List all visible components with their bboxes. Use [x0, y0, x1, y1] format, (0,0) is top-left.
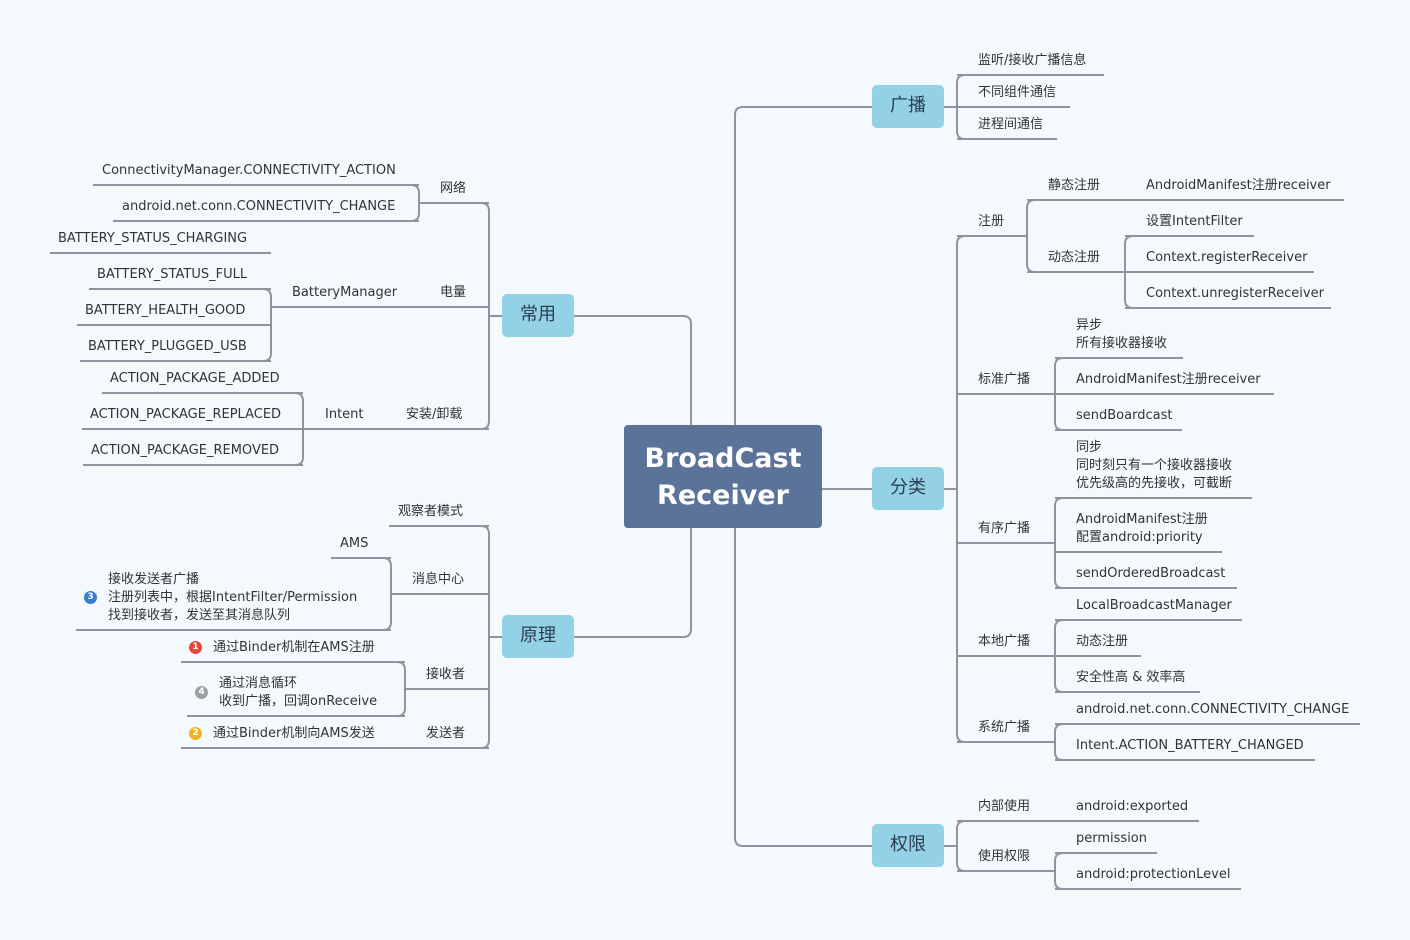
connector-line [574, 528, 692, 638]
youxu-item: 同步 同时刻只有一个接收器接收 优先级高的先接收，可截断 [1076, 440, 1233, 491]
xiaoxi-item: 接收发送者广播 注册列表中，根据IntentFilter/Permission … [108, 572, 358, 623]
battery-item: BATTERY_PLUGGED_USB [88, 339, 247, 354]
shiyong-label: 使用权限 [978, 849, 1031, 864]
connector-line [396, 661, 406, 717]
guangbo-item: 监听/接收广播信息 [978, 53, 1087, 68]
connector-line [480, 525, 490, 749]
fasong-item: 通过Binder机制向AMS发送 [213, 726, 375, 741]
step-2-badge: 2 [189, 727, 202, 740]
package-item: ACTION_PACKAGE_REMOVED [91, 443, 280, 458]
xitong-item: android.net.conn.CONNECTIVITY_CHANGE [1076, 702, 1350, 717]
node-fenlei-label: 分类 [890, 477, 926, 498]
dongtai-item: Context.unregisterReceiver [1146, 286, 1324, 301]
neibu-label: 内部使用 [978, 799, 1031, 814]
biaozhun-label: 标准广播 [978, 372, 1031, 387]
node-quanxian[interactable]: 权限 [872, 824, 944, 867]
step-3-badge: 3 [84, 591, 97, 604]
guangbo-item: 不同组件通信 [978, 85, 1057, 100]
connector-line [574, 315, 692, 425]
connector-line [1054, 497, 1064, 589]
node-quanxian-label: 权限 [890, 834, 926, 855]
zhuce-label: 注册 [978, 214, 1005, 229]
shiyong-item: android:protectionLevel [1076, 867, 1231, 882]
guangbo-item: 进程间通信 [978, 117, 1044, 132]
battery-item: BATTERY_STATUS_CHARGING [58, 231, 248, 246]
bendi-item: LocalBroadcastManager [1076, 598, 1232, 613]
biaozhun-item: AndroidManifest注册receiver [1076, 372, 1261, 387]
node-changyong[interactable]: 常用 [502, 294, 574, 337]
jieshou-item: 通过Binder机制在AMS注册 [213, 640, 375, 655]
dongtai-item: 设置IntentFilter [1146, 214, 1243, 229]
node-guangbo-label: 广播 [890, 95, 926, 116]
youxu-label: 有序广播 [978, 521, 1031, 536]
package-item: ACTION_PACKAGE_ADDED [110, 371, 280, 386]
biaozhun-item: sendBoardcast [1076, 408, 1173, 423]
node-yuanli-label: 原理 [520, 625, 556, 646]
battery-item: BATTERY_STATUS_FULL [97, 267, 248, 282]
node-yuanli[interactable]: 原理 [502, 615, 574, 658]
node-changyong-label: 常用 [520, 304, 556, 325]
xiaoxi-label: 消息中心 [412, 572, 465, 587]
connector-line [382, 557, 392, 631]
dongtai-label: 动态注册 [1048, 250, 1101, 265]
jieshou-label: 接收者 [426, 667, 466, 682]
root-node[interactable]: BroadCast Receiver [624, 425, 822, 528]
connector-line [1054, 852, 1064, 890]
bendi-item: 安全性高 & 效率高 [1076, 670, 1186, 685]
connector-line [1054, 723, 1064, 761]
youxu-item: sendOrderedBroadcast [1076, 566, 1226, 581]
connector-line [734, 106, 872, 425]
node-guangbo[interactable]: 广播 [872, 85, 944, 128]
root-label: BroadCast Receiver [644, 442, 802, 511]
guancha-label: 观察者模式 [398, 504, 464, 519]
xitong-label: 系统广播 [978, 720, 1031, 735]
youxu-item: AndroidManifest注册 配置android:priority [1076, 512, 1208, 545]
xiaoxi-item: AMS [340, 536, 369, 551]
step-4-badge: 4 [195, 686, 208, 699]
jingtai-item: AndroidManifest注册receiver [1146, 178, 1331, 193]
bendi-item: 动态注册 [1076, 634, 1129, 649]
connector-line [480, 202, 490, 430]
connector-line [1026, 199, 1036, 273]
dianliang-label: 电量 [440, 285, 467, 300]
battery-manager: BatteryManager [292, 285, 398, 300]
biaozhun-item: 异步 所有接收器接收 [1076, 318, 1168, 351]
connector-line [410, 184, 420, 222]
fasong-label: 发送者 [426, 726, 466, 741]
node-fenlei[interactable]: 分类 [872, 467, 944, 510]
package-item: ACTION_PACKAGE_REPLACED [90, 407, 282, 422]
dongtai-item: Context.registerReceiver [1146, 250, 1308, 265]
intent-label: Intent [325, 407, 364, 422]
shiyong-item: permission [1076, 831, 1147, 846]
wangluo-label: 网络 [440, 181, 467, 196]
battery-item: BATTERY_HEALTH_GOOD [85, 303, 246, 318]
connector-line [956, 235, 966, 743]
connector-line [734, 528, 872, 847]
jieshou-item: 通过消息循环 收到广播，回调onReceive [219, 676, 378, 709]
anzhuang-label: 安装/卸载 [406, 407, 463, 422]
wangluo-item: ConnectivityManager.CONNECTIVITY_ACTION [102, 163, 396, 178]
connector-line [956, 820, 966, 872]
step-1-badge: 1 [189, 641, 202, 654]
jingtai-label: 静态注册 [1048, 178, 1101, 193]
neibu-item: android:exported [1076, 799, 1189, 814]
bendi-label: 本地广播 [978, 634, 1031, 649]
wangluo-item: android.net.conn.CONNECTIVITY_CHANGE [122, 199, 396, 214]
xitong-item: Intent.ACTION_BATTERY_CHANGED [1076, 738, 1304, 753]
